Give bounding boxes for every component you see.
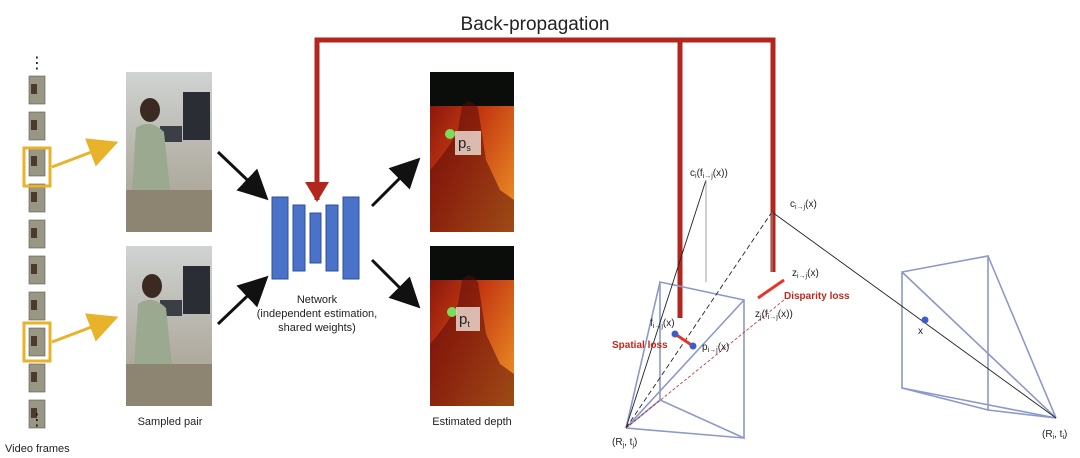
point-pt-marker xyxy=(447,307,457,317)
camera-frustum-i xyxy=(901,255,1057,419)
selected-frame-top xyxy=(22,146,52,188)
camera-frustum-j xyxy=(625,281,745,440)
depth-map-top: ps xyxy=(430,72,514,232)
ellipsis-top: ⋮ xyxy=(29,55,45,72)
video-frame-strip: ⋮ ⋮ Video frames xyxy=(5,55,70,455)
video-frame-figure xyxy=(31,192,37,202)
sampled-photo-bottom xyxy=(126,246,212,406)
arrow-photo-bottom-to-network xyxy=(216,275,269,326)
video-frame-figure xyxy=(31,84,37,94)
network-label-line3: shared weights) xyxy=(278,322,356,334)
selected-frame-bottom xyxy=(22,321,52,363)
video-frame-figure xyxy=(31,408,37,418)
video-frame-figure xyxy=(31,336,37,346)
video-frame-figure xyxy=(31,156,37,166)
spatial-loss-label: Spatial loss xyxy=(612,340,668,351)
video-frame-figure xyxy=(31,300,37,310)
camera-j-label: (Rj, tj) xyxy=(612,437,637,449)
arrow-network-to-depth-bottom xyxy=(370,258,421,309)
sampled-photo-top xyxy=(126,72,212,232)
backprop-title: Back-propagation xyxy=(461,14,610,35)
sampled-pair-label: Sampled pair xyxy=(138,416,203,428)
depth-map-bottom: pt xyxy=(430,246,514,406)
video-frame-figure xyxy=(31,372,37,382)
fij-label: fi→j(x) xyxy=(650,318,675,330)
disparity-loss-segment xyxy=(757,278,785,300)
network-label-line1: Network xyxy=(297,294,338,306)
x-label: x xyxy=(918,326,923,337)
video-frame-figure xyxy=(31,264,37,274)
arrow-network-to-depth-top xyxy=(370,157,421,208)
point-ps-marker xyxy=(445,129,455,139)
reprojected-ray xyxy=(625,299,785,429)
layer-3 xyxy=(309,212,322,264)
cij-label: ci→j(x) xyxy=(790,199,817,211)
yellow-arrow-bottom xyxy=(51,313,119,344)
zij-label: zi→j(x) xyxy=(792,268,819,280)
backprop-arrowhead xyxy=(305,182,329,202)
network-block xyxy=(271,196,360,280)
video-frames-label: Video frames xyxy=(5,443,70,455)
layer-2 xyxy=(292,204,306,272)
layer-1 xyxy=(271,196,289,280)
pij-label: pi→j(x) xyxy=(702,342,729,354)
ellipsis-bottom: ⋮ xyxy=(29,412,45,429)
video-frame-figure xyxy=(31,228,37,238)
estimated-depth-label: Estimated depth xyxy=(432,416,512,428)
point-ps-label: ps xyxy=(458,135,471,153)
pij-point xyxy=(689,342,697,350)
video-frame-figure xyxy=(31,120,37,130)
x-point xyxy=(921,316,929,324)
camera-i-label: (Ri, ti) xyxy=(1042,429,1067,441)
layer-5 xyxy=(342,196,360,280)
backprop-path xyxy=(314,37,776,318)
network-label-line2: (independent estimation, xyxy=(257,308,377,320)
yellow-arrow-top xyxy=(51,138,119,169)
zj-label: zj(fi→j(x)) xyxy=(755,309,793,321)
disparity-loss-label: Disparity loss xyxy=(784,291,850,302)
layer-4 xyxy=(325,204,339,272)
fij-point xyxy=(671,330,679,338)
point-pt-label: pt xyxy=(459,311,470,329)
projection-rays xyxy=(625,179,1057,429)
arrow-photo-top-to-network xyxy=(216,150,269,201)
spatial-loss-segment xyxy=(674,332,694,348)
ci-label: ci(fi→j(x)) xyxy=(690,168,728,180)
